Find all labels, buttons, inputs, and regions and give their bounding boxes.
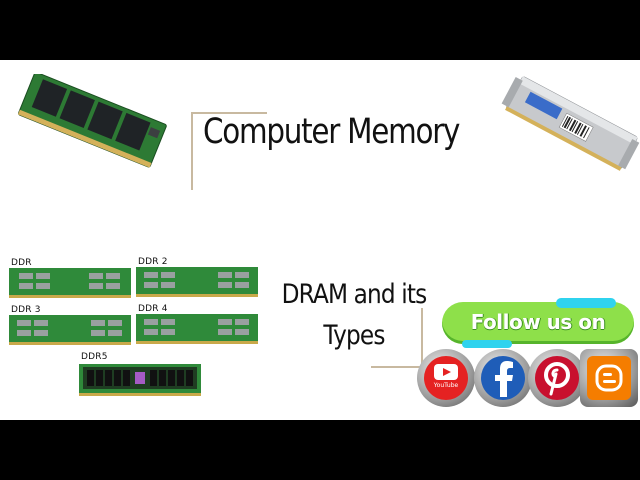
subtitle: DRAM and its Types	[278, 274, 429, 356]
ram-label-ddr3: DDR 3	[11, 305, 41, 315]
ddr-ram-stick	[9, 268, 131, 298]
thumbnail-canvas: Computer Memory DDR DDR 2 DDR 3 DDR 4 DD…	[0, 60, 640, 420]
laptop-ram-module-image	[17, 74, 167, 168]
ram-label-ddr4: DDR 4	[138, 304, 168, 314]
youtube-icon[interactable]: YouTube	[417, 349, 475, 407]
decorative-accent	[556, 298, 616, 308]
follow-us-text: Follow us on	[470, 310, 606, 334]
decorative-line	[421, 308, 423, 368]
subtitle-line-2: Types	[323, 320, 385, 351]
ram-label-ddr: DDR	[11, 258, 32, 268]
main-title: Computer Memory	[203, 112, 460, 152]
youtube-label: YouTube	[433, 382, 459, 389]
ddr2-ram-stick	[136, 267, 258, 297]
decorative-line	[191, 112, 193, 190]
pinterest-icon[interactable]	[528, 349, 586, 407]
decorative-line	[191, 112, 267, 114]
ddr5-ram-stick	[79, 364, 201, 396]
ddr3-ram-stick	[9, 315, 131, 345]
ram-label-ddr5: DDR5	[81, 352, 108, 362]
decorative-line	[371, 366, 423, 368]
subtitle-line-1: DRAM and its	[281, 279, 428, 310]
facebook-icon[interactable]	[474, 349, 532, 407]
follow-us-banner: Follow us on	[442, 298, 634, 348]
decorative-accent	[462, 340, 512, 348]
blogger-icon[interactable]	[580, 349, 638, 407]
rdram-module-image	[501, 76, 640, 171]
ddr4-ram-stick	[136, 314, 258, 344]
ram-label-ddr2: DDR 2	[138, 257, 168, 267]
